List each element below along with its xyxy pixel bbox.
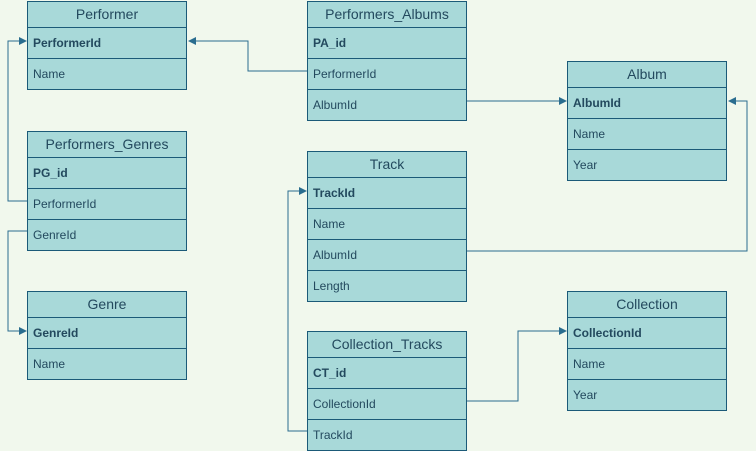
edge-collection-tracks-to-track bbox=[287, 187, 307, 432]
entity-title: Genre bbox=[28, 292, 186, 318]
field-primary-key[interactable]: PerformerId bbox=[28, 28, 186, 59]
entity-title: Collection_Tracks bbox=[308, 332, 466, 358]
field[interactable]: Length bbox=[313, 279, 350, 293]
entity-collection-tracks[interactable]: Collection_Tracks CT_id CollectionId Tra… bbox=[307, 331, 467, 451]
field[interactable]: TrackId bbox=[313, 428, 353, 442]
field-primary-key[interactable]: PG_id bbox=[28, 158, 186, 189]
field[interactable]: Name bbox=[568, 349, 726, 380]
entity-title: Performers_Genres bbox=[28, 132, 186, 158]
entity-collection[interactable]: Collection CollectionId Name Year bbox=[567, 291, 727, 411]
edge-performers-genres-to-genre bbox=[7, 230, 27, 335]
field[interactable]: PerformerId bbox=[28, 189, 186, 220]
field[interactable]: AlbumId bbox=[313, 98, 358, 112]
field[interactable]: PerformerId bbox=[308, 59, 466, 90]
entity-title: Track bbox=[308, 152, 466, 178]
field[interactable]: Name bbox=[568, 119, 726, 150]
entity-genre[interactable]: Genre GenreId Name bbox=[27, 291, 187, 380]
edge-track-to-album bbox=[467, 97, 748, 252]
field[interactable]: Year bbox=[573, 158, 598, 172]
field[interactable]: Year bbox=[573, 388, 598, 402]
field[interactable]: Name bbox=[33, 357, 66, 371]
entity-track[interactable]: Track TrackId Name AlbumId Length bbox=[307, 151, 467, 302]
field-primary-key[interactable]: CT_id bbox=[308, 358, 466, 389]
field-primary-key[interactable]: GenreId bbox=[28, 318, 186, 349]
entity-title: Performers_Albums bbox=[308, 2, 466, 28]
field-primary-key[interactable]: PA_id bbox=[308, 28, 466, 59]
edge-collection-tracks-to-collection bbox=[467, 327, 567, 402]
field[interactable]: Name bbox=[308, 209, 466, 240]
field[interactable]: Name bbox=[33, 67, 66, 81]
edge-performers-genres-to-performer bbox=[7, 37, 27, 202]
field[interactable]: CollectionId bbox=[308, 389, 466, 420]
entity-title: Album bbox=[568, 62, 726, 88]
field[interactable]: GenreId bbox=[33, 228, 77, 242]
entity-performer[interactable]: Performer PerformerId Name bbox=[27, 1, 187, 90]
edge-performers-albums-to-performer bbox=[188, 37, 307, 72]
field-primary-key[interactable]: AlbumId bbox=[568, 88, 726, 119]
entity-performers-genres[interactable]: Performers_Genres PG_id PerformerId Genr… bbox=[27, 131, 187, 251]
field[interactable]: AlbumId bbox=[308, 240, 466, 271]
entity-performers-albums[interactable]: Performers_Albums PA_id PerformerId Albu… bbox=[307, 1, 467, 121]
field-primary-key[interactable]: TrackId bbox=[308, 178, 466, 209]
entity-album[interactable]: Album AlbumId Name Year bbox=[567, 61, 727, 181]
entity-title: Performer bbox=[28, 2, 186, 28]
entity-title: Collection bbox=[568, 292, 726, 318]
field-primary-key[interactable]: CollectionId bbox=[568, 318, 726, 349]
